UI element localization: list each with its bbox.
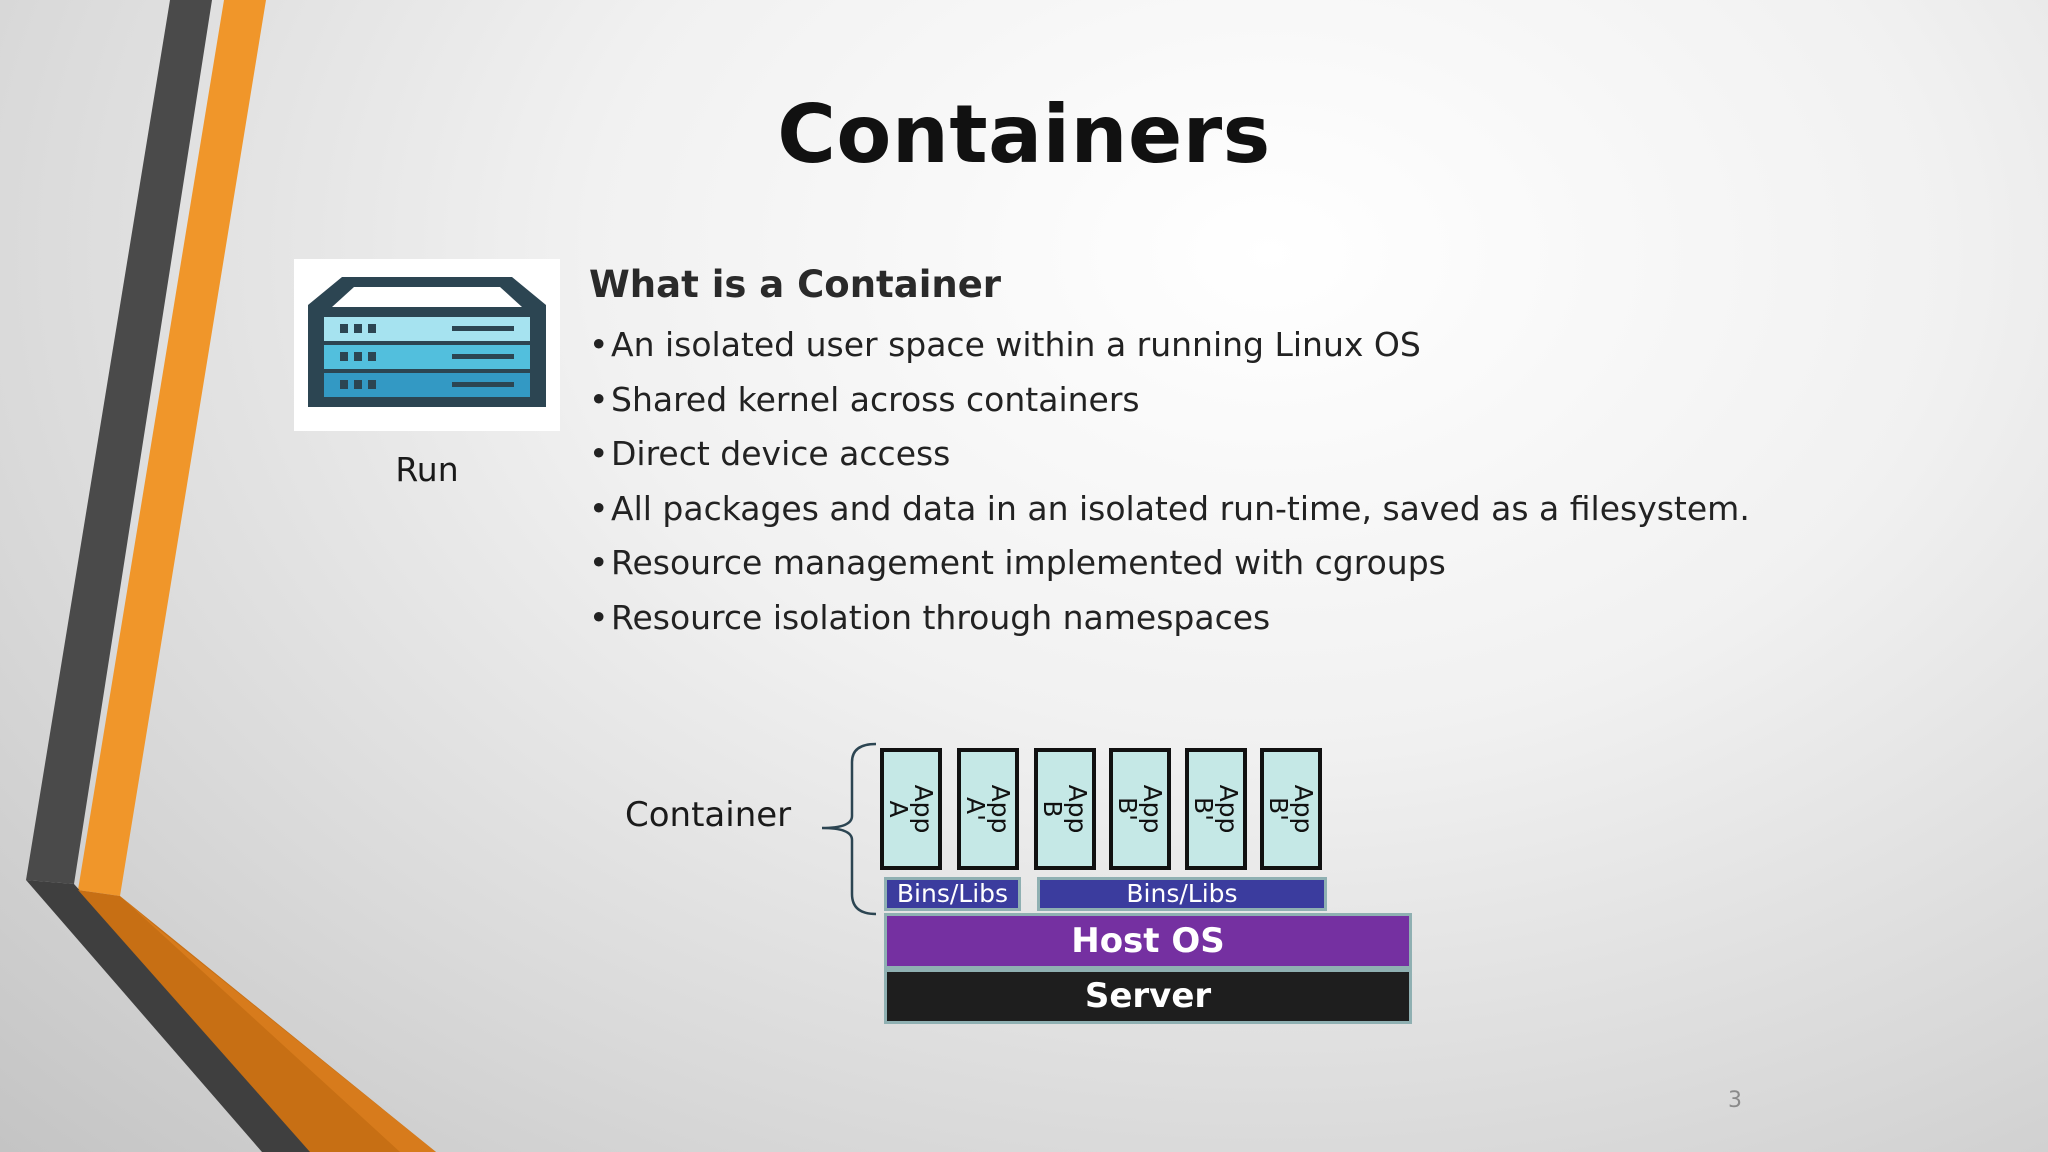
bins-libs-a: Bins/Libs [884,877,1021,911]
container-brace [821,742,877,916]
container-label: Container [625,795,792,835]
bullet-item: •Resource isolation through namespaces [589,597,1271,637]
section-heading: What is a Container [589,263,1002,306]
host-os-layer: Host OS [884,913,1412,969]
bullet-item: •All packages and data in an isolated ru… [589,488,1750,528]
server-layer: Server [884,969,1412,1024]
bins-libs-b: Bins/Libs [1037,877,1327,911]
bullet-list: •An isolated user space within a running… [589,318,1750,645]
icon-caption: Run [395,450,459,489]
dark-stripe-upper [26,0,212,884]
dark-stripe-lower [26,880,315,1152]
server-icon [294,259,560,431]
page-number: 3 [1728,1088,1742,1113]
bullet-item: •Resource management implemented with cg… [589,543,1446,582]
bullet-item: •Shared kernel across containers [589,379,1140,419]
orange-stripe-upper [78,0,266,896]
bullet-item: •Direct device access [589,434,951,473]
bullet-item: •An isolated user space within a running… [589,325,1421,364]
slide-title: Containers [777,88,1271,181]
